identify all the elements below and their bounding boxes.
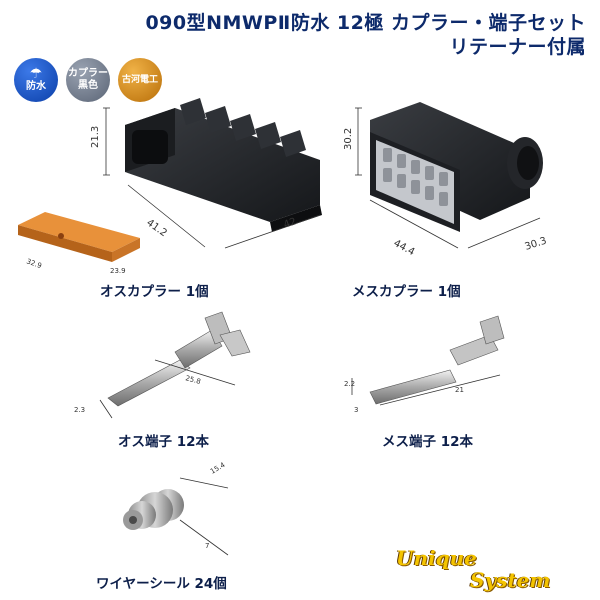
female-terminal-height-dim: 2.2 — [344, 380, 355, 388]
male-terminal-label: オス端子 12本 — [118, 434, 209, 450]
female-coupler-label: メスカプラー 1個 — [352, 284, 461, 300]
wire-seal-label: ワイヤーシール 24個 — [96, 576, 227, 592]
coupler-color-badge-value: 黒色 — [78, 80, 98, 91]
male-coupler-image — [125, 98, 322, 232]
coupler-color-badge-label: カプラー — [68, 68, 108, 79]
seal-diameter-dim: 7 — [205, 542, 209, 550]
page-title: 090型NMWPⅡ防水 12極 カプラー・端子セット — [145, 12, 586, 34]
male-coupler-label: オスカプラー 1個 — [100, 284, 209, 300]
umbrella-icon: ☂ — [29, 66, 43, 82]
male-coupler-width-dim: 41.2 — [144, 217, 169, 239]
male-terminal-length-dim: 25.8 — [184, 374, 201, 386]
retainer-image — [18, 212, 140, 262]
waterproof-badge: ☂ 防水 — [14, 58, 58, 102]
female-terminal-width-dim: 3 — [354, 406, 358, 414]
wire-seal-image — [123, 489, 184, 530]
manufacturer-badge-label: 古河電工 — [121, 75, 158, 85]
brand-logo-line1: Unique — [396, 546, 477, 570]
waterproof-badge-label: 防水 — [26, 81, 46, 92]
male-coupler-height-dim: 21.3 — [90, 126, 101, 148]
male-coupler-length-dim: 42 — [282, 216, 298, 231]
retainer-length-dim: 32.9 — [25, 257, 42, 270]
female-coupler-width-dim: 44.4 — [392, 238, 417, 258]
female-terminal-image — [369, 315, 505, 405]
seal-length-dim: 15.4 — [209, 461, 227, 476]
coupler-color-badge: カプラー 黒色 — [66, 58, 110, 102]
brand-logo-line2: System — [470, 568, 551, 592]
male-terminal-width-dim: 2.3 — [74, 406, 85, 414]
page-subtitle: リテーナー付属 — [449, 36, 586, 58]
female-terminal-label: メス端子 12本 — [382, 434, 473, 450]
retainer-width-dim: 23.9 — [110, 267, 126, 275]
female-coupler-height-dim: 30.2 — [343, 128, 354, 150]
female-coupler-image — [370, 102, 543, 232]
male-terminal-image — [107, 311, 251, 407]
female-terminal-length-dim: 21 — [455, 386, 464, 394]
female-coupler-length-dim: 30.3 — [524, 236, 549, 253]
manufacturer-badge: 古河電工 — [118, 58, 162, 102]
